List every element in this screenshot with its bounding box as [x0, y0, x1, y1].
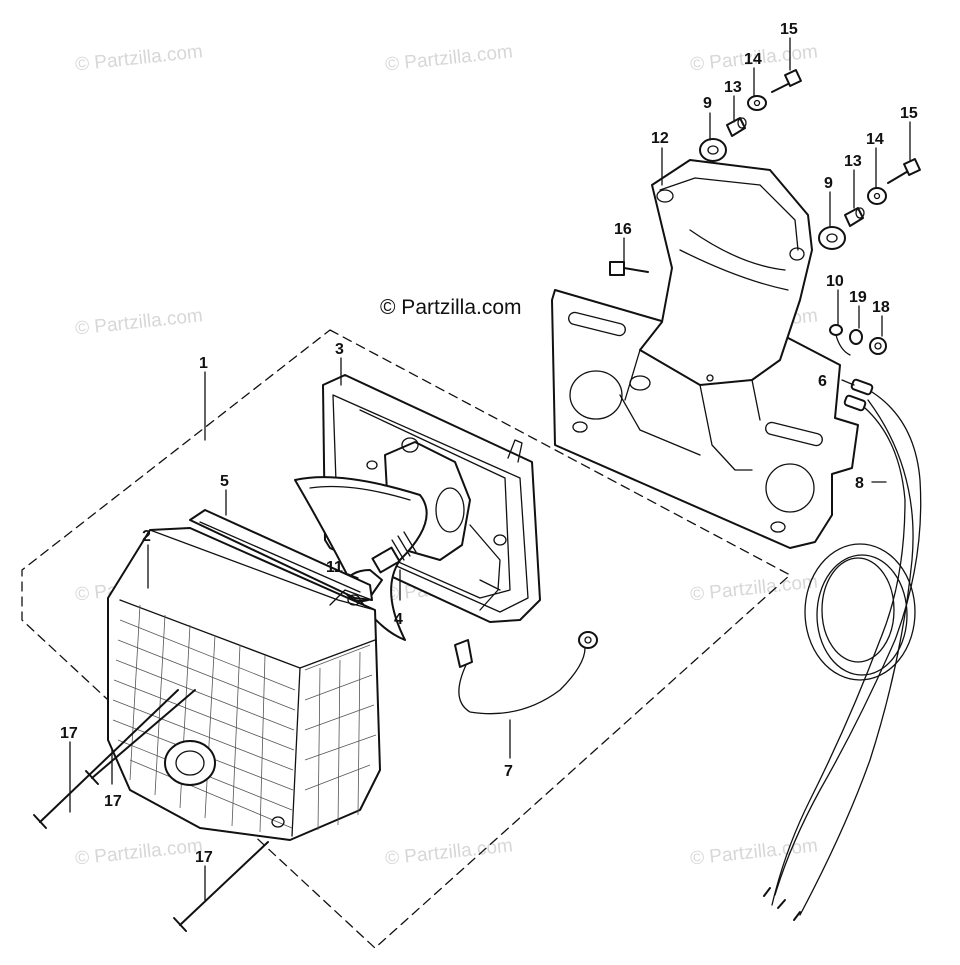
- screw-17-a: [33, 689, 179, 829]
- nut-18: [869, 337, 887, 355]
- tail-lens: [107, 527, 381, 841]
- license-plate-bracket: [551, 159, 859, 549]
- callout-11: 11: [326, 559, 343, 576]
- callout-7: 7: [504, 763, 513, 780]
- callout-2: 2: [142, 528, 151, 545]
- collar-13-upper: [726, 117, 747, 137]
- wire-harness: [763, 378, 922, 921]
- callout-15-upper: 15: [780, 21, 798, 38]
- callout-6: 6: [818, 373, 827, 390]
- callout-18: 18: [872, 299, 890, 316]
- callout-19: 19: [849, 289, 867, 306]
- callout-1: 1: [199, 355, 208, 372]
- callout-10: 10: [826, 273, 844, 290]
- callout-4: 4: [394, 611, 403, 628]
- lens-gasket: [189, 509, 373, 601]
- leader-lines: [69, 37, 911, 901]
- bolt-16: [609, 261, 649, 276]
- callout-16: 16: [614, 221, 632, 238]
- bolt-15-lower: [887, 158, 921, 184]
- bolt-15-upper: [771, 69, 802, 93]
- nut-9-lower: [818, 226, 846, 250]
- callout-17-a: 17: [60, 725, 78, 742]
- callout-14-upper: 14: [744, 51, 762, 68]
- washer-19: [849, 329, 863, 345]
- washer-14-upper: [747, 95, 767, 111]
- collar-13-lower: [844, 207, 865, 227]
- callout-13-upper: 13: [724, 79, 742, 96]
- callout-14-lower: 14: [866, 131, 884, 148]
- nut-9-upper: [699, 138, 727, 162]
- screw-17-b: [85, 689, 196, 785]
- callout-12: 12: [651, 130, 669, 147]
- callout-17-b: 17: [104, 793, 122, 810]
- callout-17-c: 17: [195, 849, 213, 866]
- callout-5: 5: [220, 473, 229, 490]
- screw-17-c: [173, 841, 269, 932]
- callout-13-lower: 13: [844, 153, 862, 170]
- callout-9-upper: 9: [703, 95, 712, 112]
- copyright-credit: © Partzilla.com: [380, 296, 522, 319]
- lens-grid-pattern: [112, 604, 377, 833]
- callout-8: 8: [855, 475, 864, 492]
- callout-9-lower: 9: [824, 175, 833, 192]
- washer-14-lower: [867, 187, 887, 205]
- license-light-wire: [454, 631, 598, 715]
- terminal-10: [829, 324, 851, 356]
- callout-3: 3: [335, 341, 344, 358]
- callout-15-lower: 15: [900, 105, 918, 122]
